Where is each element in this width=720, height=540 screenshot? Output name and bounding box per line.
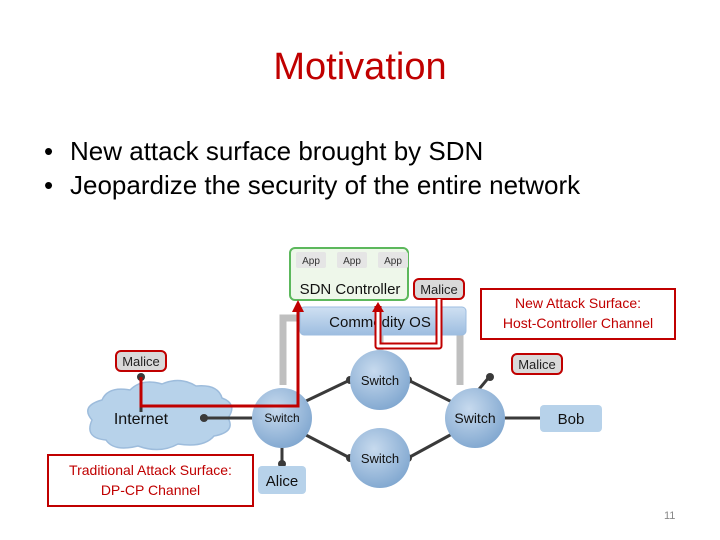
bullet-item: • New attack surface brought by SDN — [44, 134, 580, 168]
bullet-text: Jeopardize the security of the entire ne… — [70, 170, 581, 200]
link-switch-top — [303, 378, 351, 404]
bullet-dot: • — [44, 136, 54, 166]
switch-label: Switch — [264, 411, 299, 425]
link-bottom-right — [407, 432, 453, 460]
link-dot — [486, 373, 494, 381]
switch-internet: Switch — [252, 388, 312, 448]
switch-label: Switch — [454, 410, 495, 426]
app-box — [337, 252, 367, 268]
switch-bob: Switch — [445, 388, 505, 448]
link-switch-bottom — [303, 432, 351, 460]
page-number: 11 — [664, 510, 676, 522]
slide-title: Motivation — [273, 46, 447, 88]
callout-dp-cp: Traditional Attack Surface: DP-CP Channel — [47, 454, 254, 507]
malice-label: Malice — [420, 282, 458, 297]
link-dot — [200, 414, 208, 422]
app-label: App — [302, 256, 320, 267]
app-label: App — [384, 256, 402, 267]
bob-label: Bob — [558, 411, 585, 428]
malice-label: Malice — [122, 354, 160, 369]
link-top-right — [407, 378, 453, 404]
bullet-item: • Jeopardize the security of the entire n… — [44, 168, 580, 202]
bullet-text: New attack surface brought by SDN — [70, 136, 484, 166]
switch-label: Switch — [361, 373, 399, 388]
callout-line: Host-Controller Channel — [502, 315, 654, 331]
switch-bottom: Switch — [350, 428, 410, 488]
switch-label: Switch — [361, 451, 399, 466]
app-box — [296, 252, 326, 268]
host-bob: Bob — [540, 405, 602, 432]
malice-label: Malice — [518, 357, 556, 372]
callout-line: DP-CP Channel — [100, 482, 201, 498]
controller-label: SDN Controller — [300, 281, 401, 298]
bullet-list: • New attack surface brought by SDN • Jeop… — [44, 134, 580, 202]
malice-controller: Malice — [413, 278, 465, 300]
bullet-dot: • — [44, 170, 54, 200]
host-alice: Alice — [258, 466, 306, 494]
os-block: Commodity OS — [299, 306, 467, 336]
app-label: App — [343, 256, 361, 267]
app-box — [378, 252, 408, 268]
malice-switch: Malice — [511, 353, 563, 375]
callout-line: New Attack Surface: — [514, 295, 642, 311]
controller-block: App App App SDN Controller — [289, 247, 409, 301]
internet-label: Internet — [114, 411, 169, 428]
arrow-head-icon — [372, 302, 384, 312]
attack-path-dp-cp — [139, 300, 304, 408]
callout-host-controller: New Attack Surface: Host-Controller Chann… — [480, 288, 676, 340]
malice-internet: Malice — [115, 350, 167, 372]
callout-line: Traditional Attack Surface: — [69, 462, 232, 478]
switch-top: Switch — [350, 350, 410, 410]
attack-path-host-controller-inner — [376, 299, 441, 348]
alice-label: Alice — [266, 473, 299, 490]
